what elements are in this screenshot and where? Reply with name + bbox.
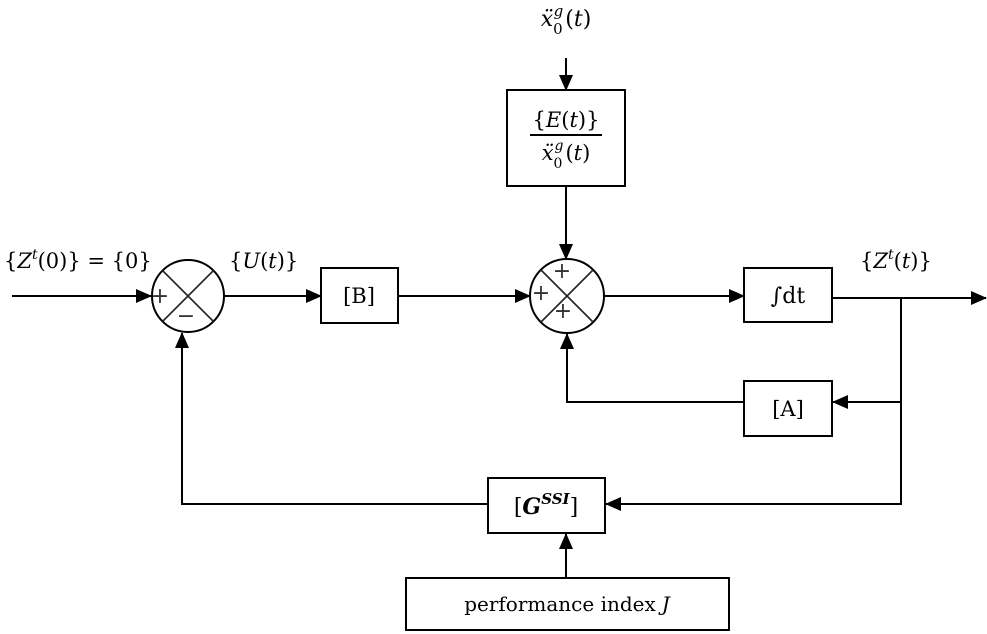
- integrator-block: [743, 267, 833, 323]
- excitation-denominator: ẍ0g(t): [542, 138, 591, 172]
- control-label: {U(t)}: [229, 249, 298, 273]
- A-matrix-block: [743, 380, 833, 437]
- A-matrix-label: [A]: [772, 397, 804, 421]
- sum1-plus-sign: +: [151, 284, 169, 309]
- B-matrix-block: [320, 267, 399, 324]
- sum2-left-plus: +: [532, 281, 550, 306]
- B-matrix-label: [B]: [343, 284, 375, 308]
- excitation-numerator: {E(t)}: [533, 108, 600, 132]
- G-SSI-label: [GSSI]: [514, 490, 578, 520]
- integrator-label: ∫dt: [771, 284, 806, 309]
- G-SSI-block: [487, 477, 606, 534]
- excitation-block: [506, 89, 626, 187]
- A-to-sum2: [560, 333, 744, 403]
- disturbance-label: ẍ0g(t): [541, 2, 592, 38]
- summing-junction-2: + + +: [529, 258, 605, 334]
- output-label: {Zt(t)}: [860, 247, 932, 273]
- sum2-bottom-plus: +: [554, 299, 572, 324]
- input-label: {Zt(0)} = {0}: [4, 247, 152, 273]
- sum1-minus-sign: −: [177, 304, 195, 329]
- summing-junction-1: + −: [151, 259, 225, 333]
- sum2-top-plus: +: [553, 259, 571, 284]
- G-to-sum1: [175, 332, 488, 505]
- performance-index-block: [405, 577, 730, 631]
